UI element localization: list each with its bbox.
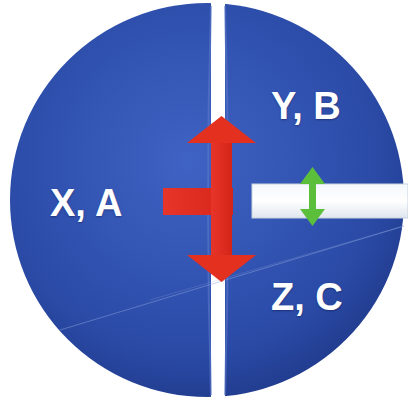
- green-arrowhead-down: [300, 209, 325, 226]
- green-shaft: [309, 180, 316, 214]
- green-double-arrow: [300, 167, 325, 226]
- axis-label: Z, C: [271, 275, 343, 319]
- slot: [252, 184, 408, 218]
- red-arrowhead-up: [187, 116, 256, 143]
- green-arrowhead-up: [300, 167, 325, 184]
- red-vertical-shaft: [211, 140, 232, 258]
- red-arrowhead-down: [187, 255, 256, 282]
- axis-label: Y, B: [271, 84, 341, 128]
- axis-label: X, A: [50, 181, 123, 225]
- disc: [10, 0, 408, 401]
- red-cross-arrow: [163, 116, 256, 282]
